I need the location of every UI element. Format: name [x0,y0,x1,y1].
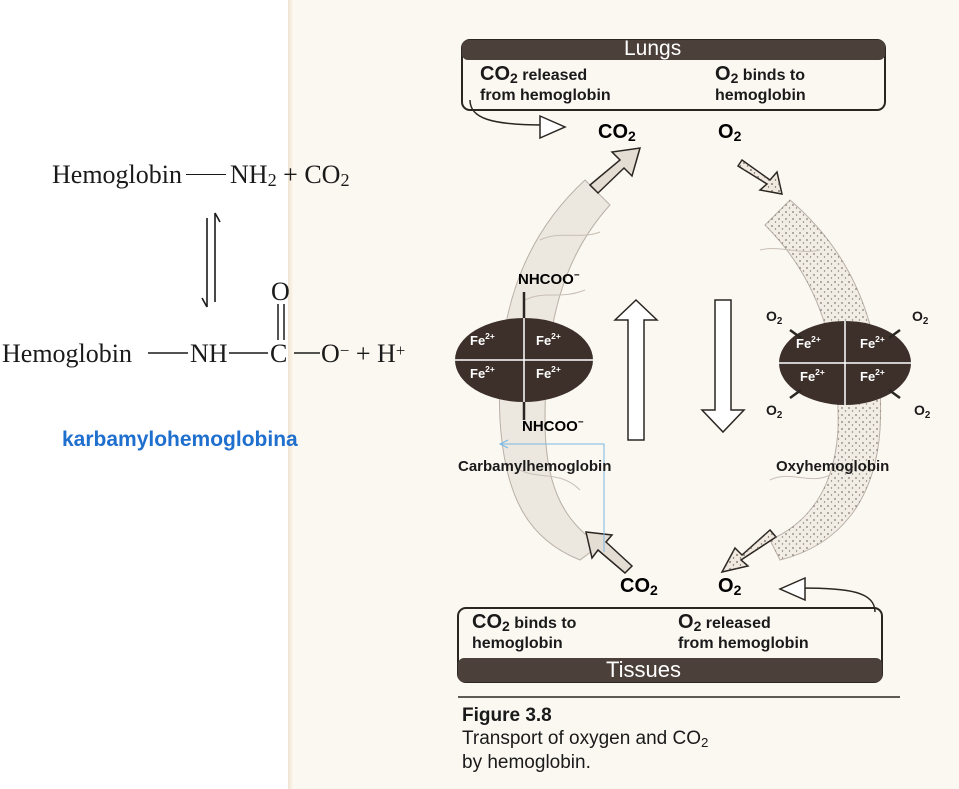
carb-fe-4: Fe2+ [536,364,561,381]
carb-fe-3: Fe2+ [470,364,495,381]
equation-o-minus: O− + H+ [321,339,405,369]
carbonyl-oxygen: O [271,277,290,306]
oxy-o2-bonds [789,328,901,400]
oxy-o2-bottom-right: O2 [914,402,931,421]
oxy-fe-2: Fe2+ [860,334,885,351]
tissues-left-text: CO2 binds to hemoglobin [472,611,577,652]
plus-proton: + H [355,339,396,368]
anion-charge: − [339,341,350,360]
arterial-vessel-dots [765,200,881,560]
co2-subscript: 2 [340,170,350,190]
bottom-o2-label: O2 [718,575,742,598]
oxygen-anion: O [321,339,340,368]
equation-nh: NH [190,339,228,368]
tissues-title: Tissues [606,657,681,682]
o2-out-arrow [720,528,778,574]
down-hollow-arrow [700,299,746,434]
carb-fe-2: Fe2+ [536,331,561,348]
lungs-release-arrowhead [539,114,567,140]
figure-number: Figure 3.8 [462,705,552,726]
figure-caption: Transport of oxygen and CO2 by hemoglobi… [462,728,709,773]
o2-in-arrow [736,158,783,195]
lungs-title: Lungs [624,37,682,60]
top-co2-label: CO2 [598,121,636,144]
lungs-header-bar [462,40,885,60]
co2-out-arrow [588,147,642,195]
oxy-fe-3: Fe2+ [800,367,825,384]
carb-fe-1: Fe2+ [470,331,495,348]
plus-co2: + CO [283,160,341,189]
equilibrium-arrows [201,212,221,308]
bottom-co2-label: CO2 [620,575,658,598]
proton-charge: + [395,341,406,360]
carb-bottom-group: NHCOO− [522,417,584,435]
lungs-left-text: CO2 released from hemoglobin [480,63,611,104]
equation-carbon: C [270,339,288,368]
amine-group: NH [230,160,268,189]
carbamylhemoglobin-label: Carbamylhemoglobin [458,458,612,475]
lungs-release-arrow [469,99,546,126]
oxyhemoglobin-label: Oxyhemoglobin [776,458,890,475]
forward-arrow-head [201,297,208,308]
reverse-arrow-head [214,212,221,223]
carb-top-group: NHCOO− [518,270,580,288]
page-fold-shadow [288,0,294,789]
annotation-pointer [500,443,605,552]
up-hollow-arrow [613,298,659,441]
lungs-right-text: O2 binds to hemoglobin [715,63,806,104]
oxy-o2-bottom-left: O2 [766,402,783,421]
oxy-fe-1: Fe2+ [796,334,821,351]
co2-in-arrow [585,531,634,575]
tissues-right-text: O2 released from hemoglobin [678,611,809,652]
carbamino-label: karbamylohemoglobina [62,428,298,451]
vessel-branches [519,231,831,491]
tissues-header-bar [458,658,882,682]
oxy-fe-4: Fe2+ [860,367,885,384]
hemoglobin-label: Hemoglobin [52,160,182,189]
oxy-o2-top-right: O2 [912,308,929,327]
top-o2-label: O2 [718,121,742,144]
equation-hb: Hemoglobin [2,339,132,368]
amine-subscript: 2 [267,170,277,190]
tissues-release-arrowhead [778,576,806,602]
tissues-release-arrow [799,587,876,613]
single-bond [186,173,226,175]
oxy-o2-top-left: O2 [766,308,783,327]
